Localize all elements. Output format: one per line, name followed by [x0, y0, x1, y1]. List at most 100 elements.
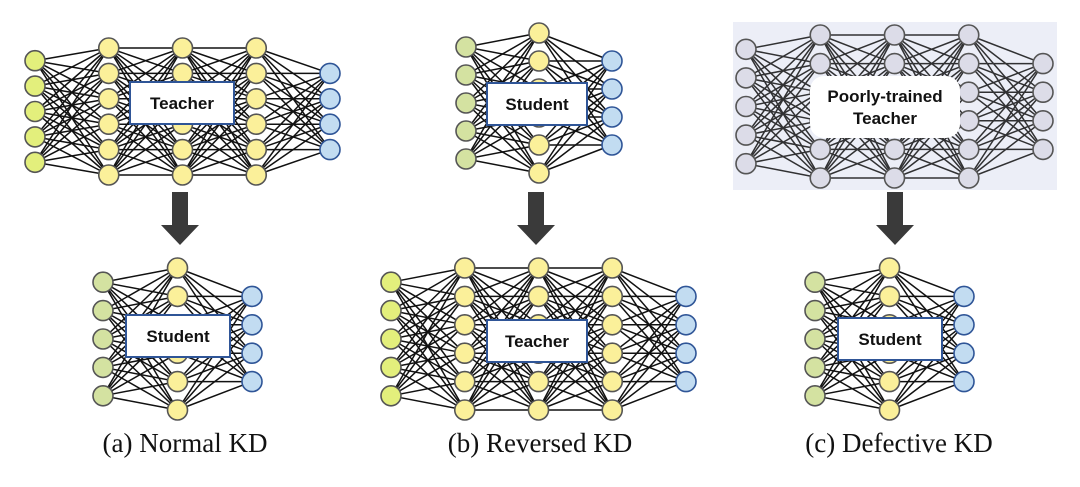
panel-b-bottom-output-node	[675, 313, 697, 336]
panel-c-top-edge	[968, 63, 1044, 179]
panel-b-bottom-edge	[390, 395, 465, 411]
panel-b-top-label: Student	[505, 95, 569, 114]
panel-c-top-output-node	[1032, 81, 1054, 103]
panel-a-top-edge	[108, 123, 183, 176]
panel-a-bottom-edge	[177, 267, 253, 298]
panel-a-bottom-edge	[102, 380, 178, 397]
panel-c-top-edge	[745, 34, 821, 51]
panel-c-top-edge	[745, 34, 821, 79]
panel-b-bottom-hidden-node	[453, 399, 476, 421]
panel-a-top-hidden-node	[97, 88, 120, 110]
panel-a-top-output-node	[319, 88, 341, 110]
panel-b-top-edge	[465, 32, 540, 76]
panel-a-top-hidden-node	[245, 88, 268, 110]
panel-c-top-label-box	[810, 76, 960, 138]
panel-c-top-edge	[819, 148, 895, 179]
panel-a-top-hidden-node	[97, 164, 120, 186]
panel-a-top-edge	[182, 148, 257, 176]
panel-b-top-hidden-node	[528, 162, 550, 184]
panel-c-bottom-hidden-node	[878, 257, 901, 279]
panel-b-top-network: Student	[455, 22, 623, 184]
panel-b-bottom-input-node	[380, 299, 402, 322]
panel-a-top-network: Teacher	[24, 37, 341, 186]
panel-a-bottom-edge	[176, 324, 253, 411]
panel-a-bottom-input-node	[92, 299, 114, 322]
panel-b-top-input-node	[455, 36, 477, 58]
panel-c-bottom-edge	[814, 267, 890, 283]
panel-b-bottom-edge	[464, 267, 539, 298]
panel-c-bottom-input-node	[804, 384, 826, 407]
panel-a-top-edge	[182, 47, 257, 75]
panel-c-top-output-node	[1032, 52, 1054, 75]
panel-c-top-hidden-node	[883, 52, 906, 75]
panel-c-top-output-node	[1032, 138, 1054, 161]
panel-a-top-edge	[255, 98, 331, 176]
panel-a-bottom-edge	[102, 395, 178, 411]
panel-c-top-hidden-node	[809, 167, 832, 189]
panel-b-top-output-node	[601, 106, 623, 128]
panel-a-top-hidden-node	[245, 37, 268, 59]
panel-a-top-hidden-node	[97, 138, 120, 161]
panel-c-top-edge	[745, 162, 821, 179]
panel-b-bottom-edge	[611, 352, 687, 411]
panel-c-down-arrow-icon	[876, 192, 914, 245]
panel-b-bottom-hidden-node	[601, 342, 624, 365]
panel-a-top-edge	[256, 47, 331, 75]
panel-c-top-edge	[745, 120, 821, 165]
panel-c-bottom-input-node	[804, 356, 826, 379]
panel-a-top-input-node	[24, 126, 46, 148]
panel-a-top-label: Teacher	[150, 94, 214, 113]
panel-a-top-output-node	[319, 138, 341, 161]
panel-b-bottom-hidden-node	[453, 313, 476, 336]
panel-a-bottom-input-node	[92, 384, 114, 407]
panel-b-top-input-node	[455, 148, 477, 170]
panel-b-bottom-edge	[538, 380, 613, 411]
panel-c-bottom-hidden-node	[878, 370, 901, 393]
panel-a-top-hidden-node	[171, 62, 194, 85]
panel-b-bottom-hidden-node	[453, 285, 476, 308]
panel-c-bottom-input-node	[804, 299, 826, 322]
panel-b-top-edge	[538, 88, 613, 174]
panel-b-bottom-nodes	[380, 257, 697, 421]
panel-a-bottom-edge	[177, 380, 253, 411]
panel-a-top-edge	[255, 72, 331, 125]
panel-a-top-output-node	[319, 113, 341, 135]
panel-a-top-edge	[181, 98, 257, 176]
panel-b-bottom-hidden-node	[453, 257, 476, 279]
panel-a-top-edge	[255, 72, 331, 176]
panel-a-top-hidden-node	[245, 138, 268, 161]
panel-a-bottom-label: Student	[146, 327, 210, 346]
panel-b-top-hidden-node	[528, 22, 550, 44]
panel-b-top-edge	[465, 144, 540, 160]
panel-b-bottom-hidden-node	[527, 257, 550, 279]
panel-c-caption: (c) Defective KD	[805, 428, 992, 458]
panel-b-top-hidden-node	[528, 134, 550, 156]
panel-b-bottom-edge	[611, 295, 687, 326]
panel-c-bottom-edge	[889, 352, 965, 411]
panel-a-bottom-output-node	[241, 342, 263, 365]
panel-a-top-edge	[108, 148, 183, 176]
panel-a-bottom-input-node	[92, 356, 114, 379]
panel-c-top-edge	[968, 120, 1044, 179]
panel-c-top-hidden-node	[957, 81, 980, 103]
panel-a-bottom-hidden-node	[166, 285, 189, 308]
panel-b-bottom-edge	[611, 380, 687, 411]
panel-a-top-edge	[256, 148, 331, 176]
panel-c-top-hidden-node	[883, 167, 906, 189]
panel-b-bottom-output-node	[675, 370, 697, 393]
panel-a-top-edge	[34, 72, 110, 163]
panel-b-bottom-edge	[390, 267, 466, 340]
panel-a-top-hidden-node	[245, 62, 268, 85]
panel-c-bottom-hidden-node	[878, 285, 901, 308]
panel-c-top-hidden-node	[957, 52, 980, 75]
panel-b-bottom-edge	[390, 324, 466, 397]
panel-c-top-edge	[745, 91, 821, 165]
panel-b-bottom-edge	[538, 267, 613, 326]
panel-b-bottom-edge	[390, 267, 466, 312]
panel-a-top-edge	[34, 47, 109, 62]
panel-b-bottom-edge	[464, 267, 540, 354]
panel-a-top-hidden-node	[97, 62, 120, 85]
